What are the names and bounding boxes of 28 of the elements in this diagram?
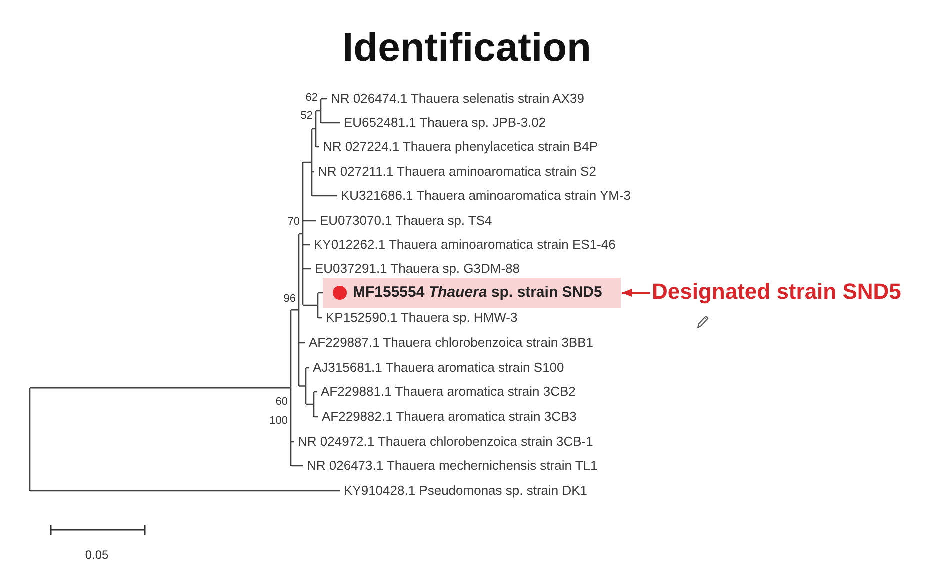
taxon-label: AF229887.1 Thauera chlorobenzoica strain 3BB1 [309, 335, 594, 351]
taxon-label: MF155554 Thauera sp. strain SND5 [353, 284, 602, 302]
bootstrap-value: 62 [306, 92, 318, 104]
taxon-label: KU321686.1 Thauera aminoaromatica strain YM-3 [341, 188, 632, 204]
arrow [622, 289, 650, 297]
bootstrap-value: 100 [270, 414, 288, 428]
taxon-label: KY910428.1 Pseudomonas sp. strain DK1 [344, 483, 588, 499]
taxon-label: NR 024972.1 Thauera chlorobenzoica strain 3CB-1 [298, 434, 594, 450]
bootstrap-value: 60 [276, 396, 288, 408]
callout-label: Designated strain SND5 [652, 279, 902, 305]
bootstrap-value: 52 [300, 110, 313, 122]
taxon-label: KP152590.1 Thauera sp. HMW-3 [326, 310, 518, 326]
taxon-label: NR 027211.1 Thauera aminoaromatica strain S2 [318, 164, 596, 180]
taxon-label: AF229882.1 Thauera aromatica strain 3CB3 [322, 409, 577, 425]
taxon-label: EU073070.1 Thauera sp. TS4 [320, 213, 492, 229]
bootstrap-value: 70 [288, 216, 300, 228]
taxon-label: KY012262.1 Thauera aminoaromatica strain ES1-46 [314, 237, 616, 253]
taxon-label: NR 026473.1 Thauera mechernichensis strain TL1 [307, 458, 598, 474]
taxon-label: NR 026474.1 Thauera selenatis strain AX39 [331, 91, 584, 107]
taxon-label: NR 027224.1 Thauera phenylacetica strain B4P [323, 139, 598, 155]
title: Identification [342, 25, 592, 72]
taxon-label: AJ315681.1 Thauera aromatica strain S100 [313, 360, 564, 376]
taxon-label: EU652481.1 Thauera sp. JPB-3.02 [344, 115, 546, 131]
taxon-label: AF229881.1 Thauera aromatica strain 3CB2 [321, 384, 576, 400]
highlight-box [323, 278, 621, 308]
bootstrap-value: 96 [284, 292, 296, 306]
scale-value: 0.05 [85, 548, 109, 562]
taxon-label: EU037291.1 Thauera sp. G3DM-88 [315, 261, 520, 277]
